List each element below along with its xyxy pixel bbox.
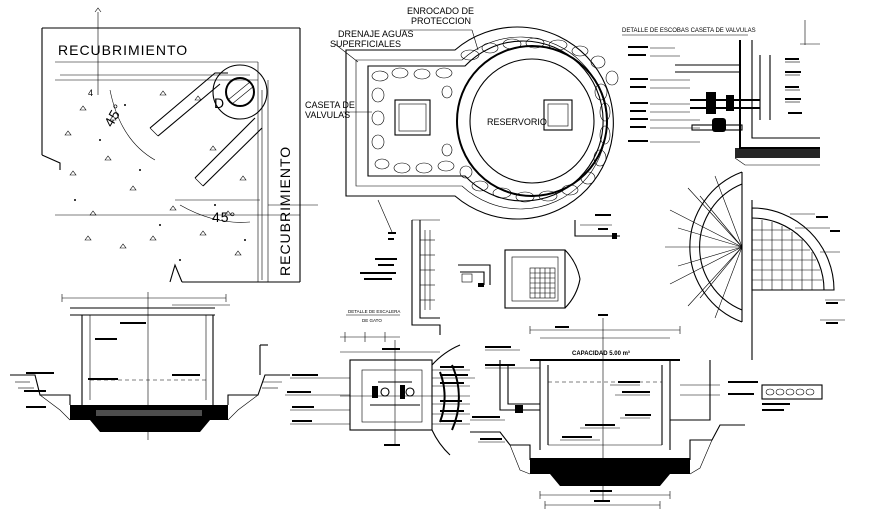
- dimension-4-label: 4: [88, 88, 93, 98]
- recubrimiento-top-label: RECUBRIMIENTO: [58, 42, 188, 58]
- small-step-detail: [458, 264, 491, 287]
- angle-label-bottom: 45°: [212, 209, 236, 225]
- ladder-title-line2: DE GATO: [362, 318, 382, 323]
- valve-box-detail: DETALLE DE ESCOBAS CASETA DE VALVULAS: [622, 20, 820, 166]
- ladder-title-line1: DETALLE DE ESCALERA: [348, 309, 400, 314]
- drenaje-label-line2: SUPERFICIALES: [330, 39, 401, 49]
- reservoir-plan: ENROCADO DE PROTECCION DRENAJE AGUAS SUP…: [305, 6, 619, 220]
- capacity-label: CAPACIDAD 5.00 m³: [572, 350, 630, 357]
- circular-slab-details: [665, 171, 845, 360]
- cover-detail: RECUBRIMIENTO RECUBRIMIENTO 45° 45° D 4: [41, 7, 318, 283]
- reservoir-section-left: [10, 292, 290, 440]
- tile-plan-detail: [504, 249, 581, 309]
- ladder-detail: DETALLE DE ESCALERA DE GATO: [340, 199, 441, 342]
- caseta-label-line2: VALVULAS: [305, 110, 350, 120]
- recubrimiento-side-label: RECUBRIMIENTO: [277, 146, 293, 276]
- drenaje-label-line1: DRENAJE AGUAS: [338, 29, 414, 39]
- small-section-detail: [574, 214, 620, 239]
- valve-box-plan: [285, 340, 475, 456]
- enrocado-label-line1: ENROCADO DE: [407, 6, 474, 16]
- diameter-label: D: [214, 95, 225, 111]
- valve-detail-title: DETALLE DE ESCOBAS CASETA DE VALVULAS: [622, 28, 756, 34]
- angle-label-top: 45°: [101, 101, 127, 130]
- reservorio-label: RESERVORIO: [487, 117, 547, 127]
- enrocado-label-line2: PROTECCION: [411, 16, 471, 26]
- reservoir-section-right: CAPACIDAD 5.00 m³: [470, 314, 823, 509]
- caseta-label-line1: CASETA DE: [305, 100, 355, 110]
